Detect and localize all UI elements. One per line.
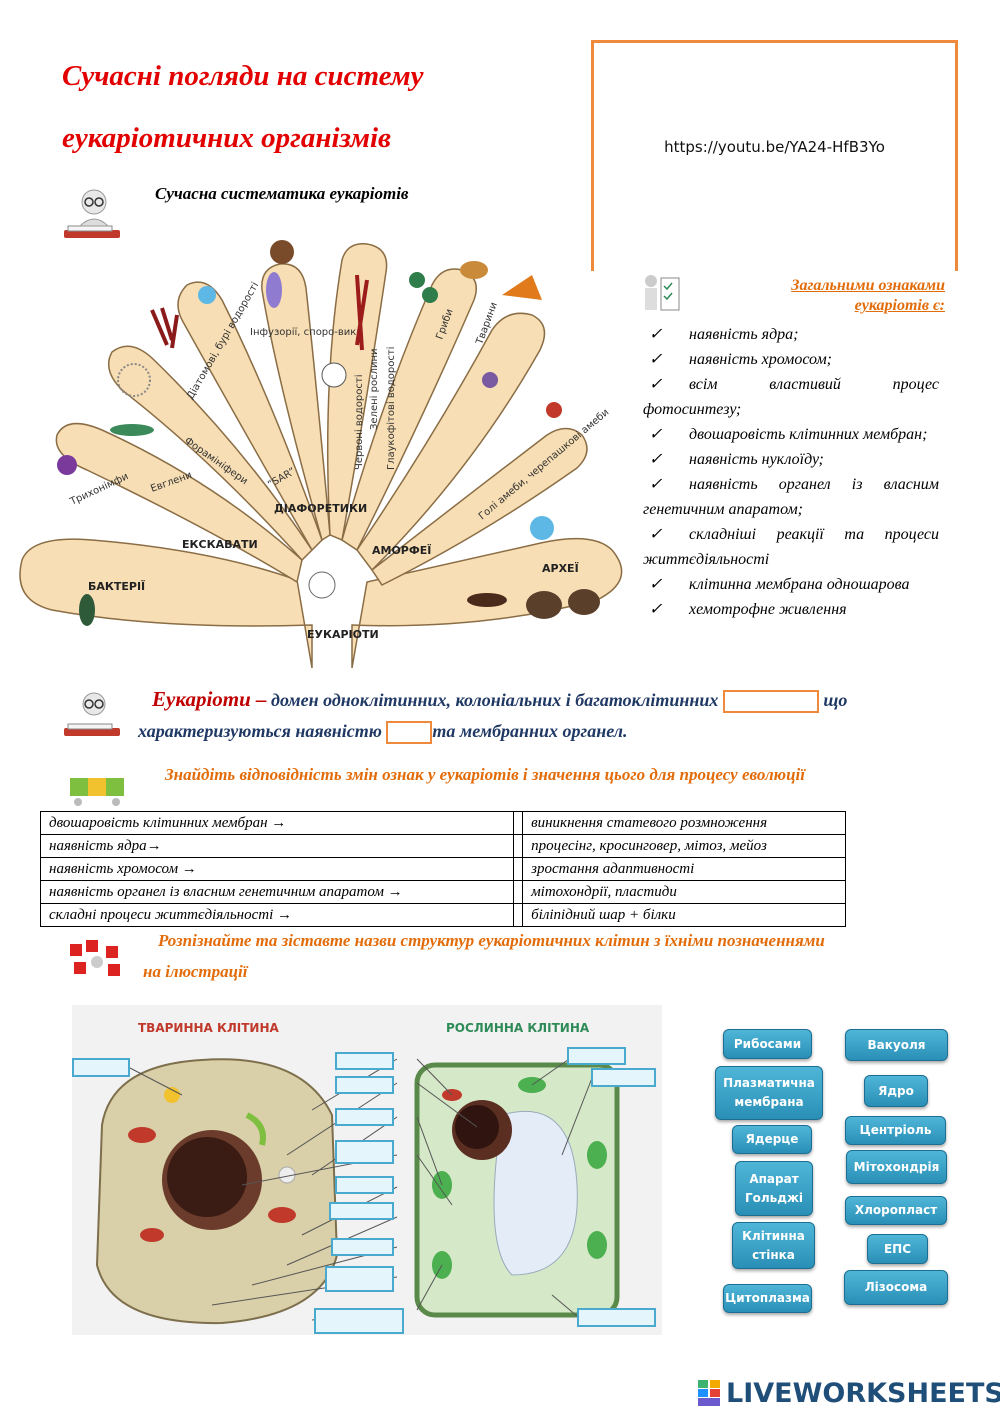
table-row: наявність органел із власним генетичним … [39, 880, 846, 904]
match-left-item[interactable]: наявність органел із власним генетичним … [39, 880, 515, 904]
animal-cell [95, 1058, 339, 1325]
definition-text: Еукаріоти – домен одноклітинних, колоніа… [138, 684, 938, 747]
section-subtitle: Сучасна систематика еукаріотів [155, 184, 409, 203]
page-title-line1: Сучасні погляди на систему [62, 60, 424, 92]
tree-label-archaea: АРХЕЇ [542, 561, 579, 575]
reader-icon [64, 189, 120, 238]
match-left-item[interactable]: складні процеси життєдіяльності → [39, 903, 515, 927]
option-mitochondria[interactable]: Мітохондрія [846, 1150, 947, 1184]
tree-label-red-algae: Червоні водорості [353, 375, 365, 470]
answer-box[interactable] [314, 1308, 404, 1334]
option-er[interactable]: ЕПС [867, 1234, 928, 1264]
answer-box[interactable] [335, 1108, 394, 1126]
answer-box[interactable] [72, 1058, 130, 1077]
table-row: двошаровість клітинних мембран → виникне… [39, 811, 846, 835]
match-right-item[interactable]: мітохондрії, пластиди [522, 880, 846, 904]
option-cell-wall[interactable]: Клітинна стінка [732, 1222, 815, 1269]
tree-label-eukaryotes: ЕУКАРІОТИ [307, 628, 379, 641]
option-golgi[interactable]: Апарат Гольджі [735, 1161, 813, 1216]
organism-illustrations [57, 240, 600, 626]
option-nucleolus[interactable]: Ядерце [732, 1125, 812, 1154]
definition-blank-2[interactable] [386, 721, 433, 745]
cell-task-title-line2: на ілюстрації [143, 962, 248, 981]
match-table: двошаровість клітинних мембран → виникне… [39, 811, 846, 927]
answer-box[interactable] [335, 1176, 394, 1194]
option-vacuole[interactable]: Вакуоля [845, 1029, 948, 1061]
option-ribosomes[interactable]: Рибосами [723, 1029, 812, 1059]
liveworksheets-brand[interactable]: LIVEWORKSHEETS [726, 1378, 1000, 1409]
plant-cell [414, 1062, 620, 1318]
reader-icon [64, 692, 120, 736]
characteristic-item[interactable]: ✓клітинна мембрана одношарова [643, 572, 939, 597]
answer-box[interactable] [577, 1308, 656, 1327]
characteristic-item[interactable]: ✓наявність нуклоїду; [643, 447, 939, 472]
check-icon: ✓ [649, 351, 663, 368]
match-right-item[interactable]: процесінг, кросинговер, мітоз, мейоз [522, 834, 846, 858]
answer-box[interactable] [335, 1076, 394, 1094]
characteristic-item[interactable]: ✓двошаровість клітинних мембран; [643, 422, 939, 447]
definition-blank-1[interactable] [722, 690, 819, 714]
liveworksheets-logo-icon [698, 1380, 720, 1406]
characteristic-item[interactable]: ✓наявність ядра; [643, 322, 939, 347]
answer-box[interactable] [591, 1068, 656, 1087]
characteristic-item[interactable]: ✓хемотрофне живлення [643, 597, 939, 622]
answer-box[interactable] [567, 1047, 626, 1065]
video-embed[interactable]: https://youtu.be/YA24-HfB3Yo [591, 40, 958, 271]
definition-term: Еукаріоти – [152, 687, 267, 711]
tree-label-glaucophytes: Глаукофітові водорості [385, 347, 397, 470]
option-lysosome[interactable]: Лізосома [844, 1270, 948, 1305]
page-title-line2: еукаріотичних організмів [62, 122, 391, 154]
match-right-item[interactable]: біліпідний шар + білки [522, 903, 846, 927]
check-icon: ✓ [649, 426, 663, 443]
match-left-item[interactable]: наявність хромосом → [39, 857, 515, 881]
answer-box[interactable] [329, 1202, 394, 1220]
answer-box[interactable] [325, 1266, 394, 1292]
match-left-item[interactable]: двошаровість клітинних мембран → [39, 811, 515, 835]
answer-box[interactable] [335, 1140, 394, 1164]
table-row: наявність хромосом → зростання адаптивно… [39, 857, 846, 881]
option-cytoplasm[interactable]: Цитоплазма [723, 1284, 812, 1313]
check-icon: ✓ [649, 601, 663, 618]
cell-illustration: ТВАРИННА КЛІТИНА РОСЛИННА КЛІТИНА [72, 1005, 662, 1335]
table-row: наявність ядра→ процесінг, кросинговер, … [39, 834, 846, 858]
check-icon: ✓ [649, 376, 663, 393]
check-icon: ✓ [649, 476, 663, 493]
option-centriole[interactable]: Центріоль [845, 1116, 946, 1145]
characteristics-list: ✓наявність ядра; ✓наявність хромосом; ✓в… [643, 322, 939, 622]
check-icon: ✓ [649, 526, 663, 543]
puzzle-people-icon [70, 778, 124, 806]
match-right-item[interactable]: зростання адаптивності [522, 857, 846, 881]
video-url[interactable]: https://youtu.be/YA24-HfB3Yo [664, 138, 885, 156]
tree-label-ciliates: Інфузорії, споро-вики [250, 326, 363, 338]
red-puzzle-icon [70, 940, 120, 976]
match-task-title: Знайдіть відповідність змін ознак у еука… [165, 765, 805, 784]
characteristics-title: Загальними ознаками еукаріотів є: [791, 277, 945, 314]
characteristic-item[interactable]: ✓наявність органел із власним генетичним… [643, 472, 939, 522]
plant-cell-title: РОСЛИННА КЛІТИНА [446, 1021, 590, 1035]
option-chloroplast[interactable]: Хлоропласт [845, 1196, 947, 1225]
tree-label-diaphoretics: ДІАФОРЕТИКИ [274, 502, 367, 515]
check-icon: ✓ [649, 576, 663, 593]
eukaryote-tree-diagram: ЕУКАРІОТИ ЕКСКАВАТИ ДІАФОРЕТИКИ АМОРФЕЇ … [19, 240, 623, 669]
tree-label-bacteria: БАКТЕРІЇ [88, 579, 145, 593]
characteristic-item[interactable]: ✓складніші реакції та процеси життєдіяль… [643, 522, 939, 572]
table-row: складні процеси життєдіяльності → біліпі… [39, 903, 846, 927]
check-icon: ✓ [649, 451, 663, 468]
tree-label-green-plants: Зелені рослини [368, 349, 380, 431]
option-nucleus[interactable]: Ядро [864, 1075, 928, 1107]
tree-label-amoebae: Голі амеби, черепашкові амеби [476, 406, 611, 522]
tree-label-excavates: ЕКСКАВАТИ [182, 538, 258, 551]
answer-box[interactable] [335, 1052, 394, 1070]
match-right-item[interactable]: виникнення статевого розмноження [522, 811, 846, 835]
characteristic-item[interactable]: ✓наявність хромосом; [643, 347, 939, 372]
match-left-item[interactable]: наявність ядра→ [39, 834, 515, 858]
animal-cell-title: ТВАРИННА КЛІТИНА [138, 1021, 280, 1035]
characteristic-item[interactable]: ✓всім властивий процес фотосинтезу; [643, 372, 939, 422]
check-icon: ✓ [649, 326, 663, 343]
option-plasma-membrane[interactable]: Плазматична мембрана [715, 1066, 823, 1120]
tree-label-amorphea: АМОРФЕЇ [372, 543, 431, 557]
answer-box[interactable] [331, 1238, 394, 1256]
checklist-person-icon [645, 275, 680, 311]
cell-task-title-line1: Розпізнайте та зіставте назви структур е… [158, 931, 825, 950]
